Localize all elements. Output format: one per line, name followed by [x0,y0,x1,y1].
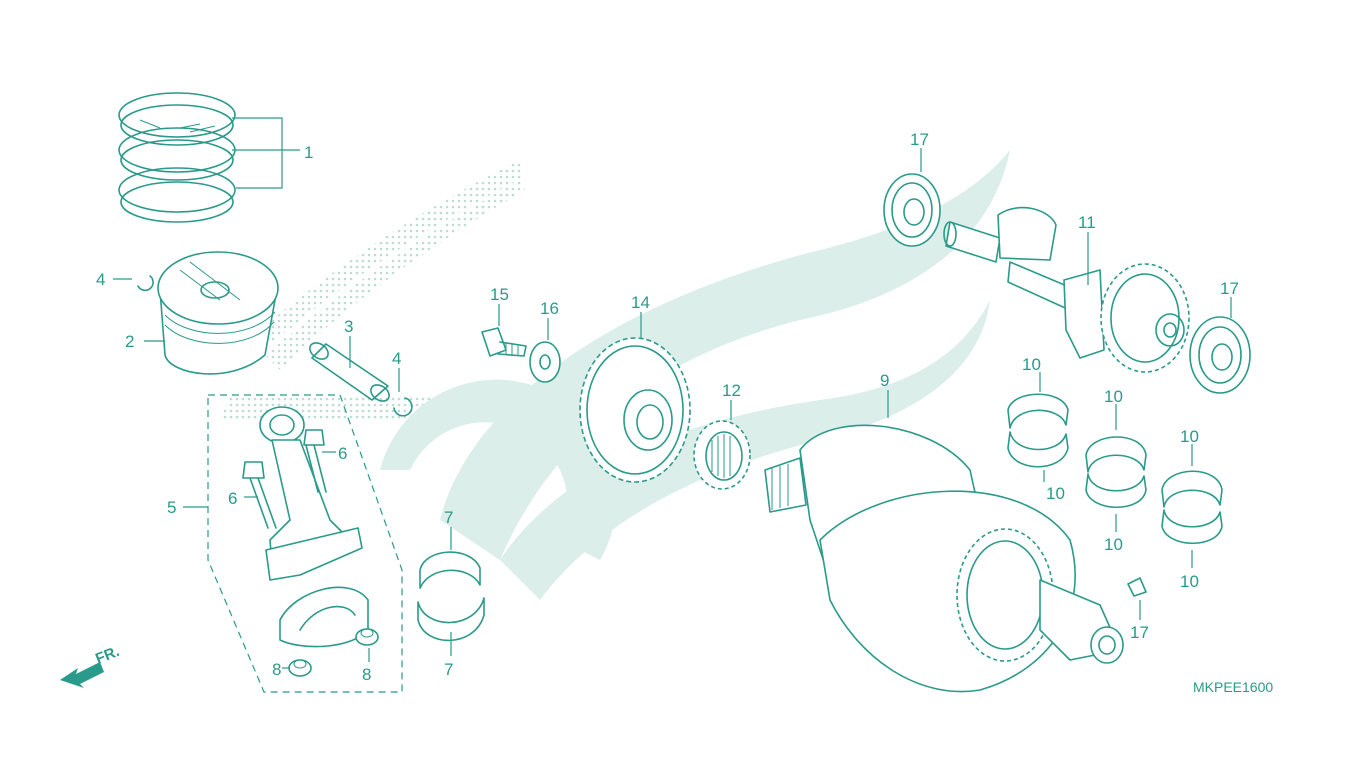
piston[interactable] [157,251,279,375]
callout-15: 16 [540,299,559,318]
callout-10-e: 10 [1180,427,1199,446]
rod-bearing-lower[interactable] [417,597,485,642]
callout-10-f: 10 [1180,572,1199,591]
ball-bearing-upper[interactable] [883,173,941,247]
callout-10-a: 10 [1022,355,1041,374]
callout-1: 1 [304,143,313,162]
rod-bearing-upper[interactable] [419,551,481,589]
callout-17-top: 17 [910,130,929,149]
balancer-shaft[interactable] [943,206,1190,373]
washer[interactable] [529,341,561,383]
callout-5: 5 [167,498,176,517]
callout-6-left: 6 [228,489,237,508]
callout-2: 2 [125,332,134,351]
callout-13: 14 [631,293,650,312]
woodruff-key[interactable] [1127,577,1147,597]
callout-8-right: 8 [362,665,371,684]
callout-8-left: 8 [272,660,281,679]
callout-17-right: 17 [1220,279,1239,298]
piston-pin-clip-left[interactable] [137,275,154,292]
callout-10-d: 10 [1104,535,1123,554]
rod-nut-left[interactable] [288,659,312,677]
rod-bolt-right[interactable] [303,429,327,493]
fr-label: FR. [93,643,122,668]
main-bearing-3-upper[interactable] [1161,470,1223,508]
rod-nut-right[interactable] [355,628,379,646]
callout-14: 15 [490,285,509,304]
piston-pin-clip-right[interactable] [393,397,413,417]
callout-4-left: 4 [96,270,105,289]
connecting-rod[interactable] [259,406,369,648]
callout-3: 3 [344,317,353,336]
ball-bearing-lower[interactable] [1189,316,1251,394]
rod-bolt-left[interactable] [242,461,277,529]
callout-6-right: 6 [338,444,347,463]
main-bearing-2-upper[interactable] [1085,436,1147,473]
main-bearing-3-lower[interactable] [1161,509,1223,545]
flange-bolt[interactable] [481,327,527,357]
front-direction-arrow: FR. [60,643,122,688]
main-bearing-1-lower[interactable] [1007,431,1069,468]
callout-12: 12 [722,381,741,400]
callout-16: 17 [1130,623,1149,642]
callout-10-b: 10 [1046,484,1065,503]
piston-pin[interactable] [307,340,392,405]
main-bearing-2-lower[interactable] [1085,473,1147,509]
callout-7-bottom: 7 [444,660,453,679]
piston-rings[interactable] [118,92,236,223]
needle-bearing[interactable] [693,420,751,490]
callout-7-top: 7 [444,508,453,527]
callout-9: 9 [880,371,889,390]
callout-11: 11 [1078,213,1096,232]
diagram-code: MKPEE1600 [1193,679,1273,695]
callout-10-c: 10 [1104,387,1123,406]
primary-drive-gear[interactable] [579,337,691,483]
crankshaft[interactable] [764,424,1124,693]
callout-4-right: 4 [392,349,401,368]
main-bearing-1-upper[interactable] [1007,393,1069,429]
